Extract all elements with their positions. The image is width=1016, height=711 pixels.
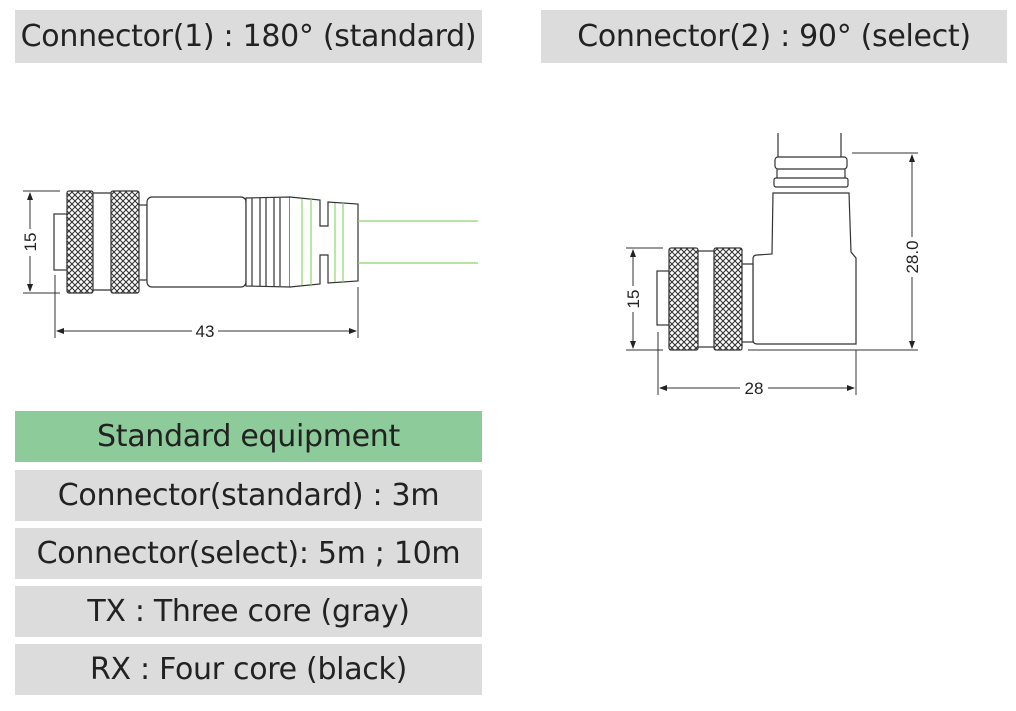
connector-body (146, 196, 247, 288)
connector-body (752, 192, 857, 345)
equipment-title: Standard equipment (15, 411, 482, 462)
connector2-total-height-label: 28.0 (903, 240, 922, 273)
connector1-height-label: 15 (21, 233, 40, 252)
knurl-ring (66, 190, 94, 294)
connector2-length-label: 28 (745, 379, 764, 398)
connector2-drawing (656, 133, 857, 351)
equipment-row: RX : Four core (black) (15, 644, 482, 695)
connector2-title: Connector(2) : 90° (select) (541, 10, 1007, 63)
connector1-title: Connector(1) : 180° (standard) (15, 10, 482, 63)
knurl-ring (110, 190, 140, 294)
knurl-ring (668, 247, 699, 351)
connector1-length-label: 43 (196, 322, 215, 341)
connector1-dimensions (23, 190, 359, 338)
connector2-dimensions (626, 152, 918, 395)
equipment-row: Connector(select): 5m ; 10m (15, 528, 482, 579)
knurl-ring (713, 247, 743, 351)
connector1-drawing (53, 190, 478, 294)
connector2-height-label: 15 (624, 290, 643, 309)
equipment-row: TX : Three core (gray) (15, 586, 482, 637)
equipment-row: Connector(standard) : 3m (15, 470, 482, 521)
